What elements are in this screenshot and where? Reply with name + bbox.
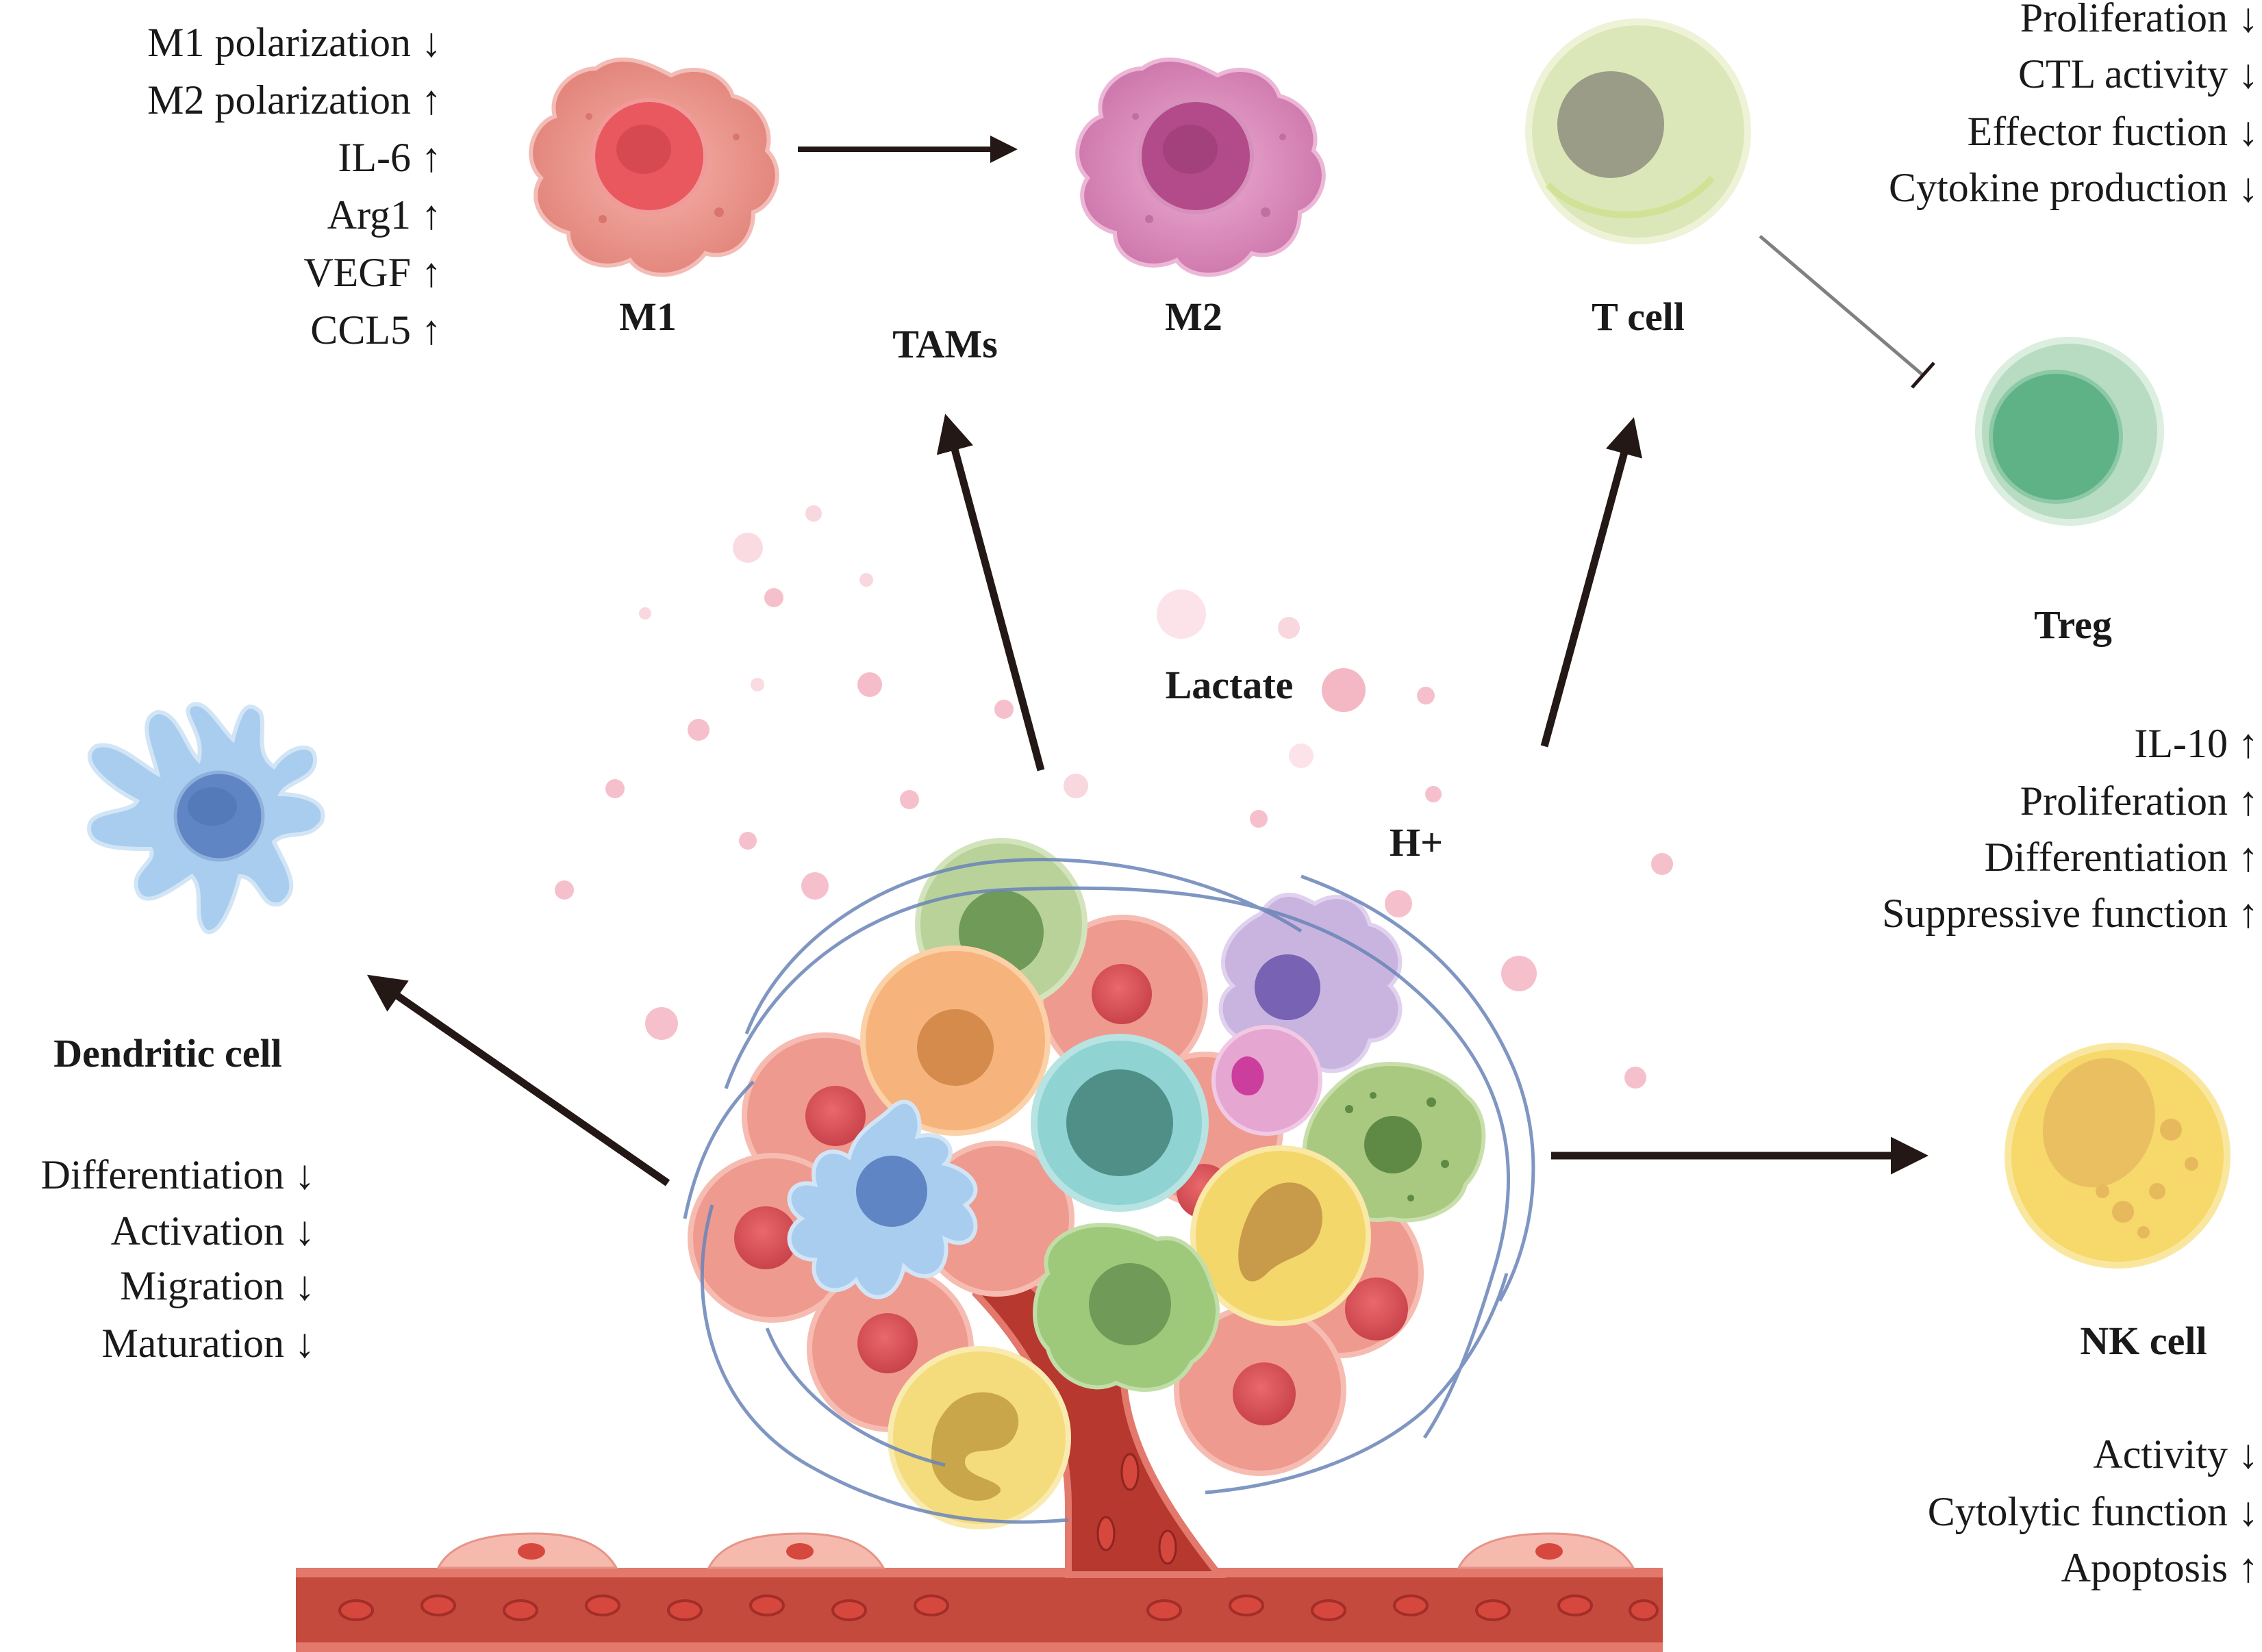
dendritic-effect: Differentiation ↓ [41,1152,315,1197]
tam-effect: Arg1 ↑ [327,192,442,238]
lactate-particles [555,505,1673,1089]
label-nk: NK cell [2080,1319,2207,1363]
arrow-to-t-cell [1540,417,1642,748]
nk-effect: Apoptosis ↑ [2061,1545,2259,1590]
treg-effect: Suppressive function ↑ [1882,891,2259,936]
label-m2: M2 [1165,294,1222,339]
effect-lists: M1 polarization ↓ M2 polarization ↑ IL-6… [41,0,2259,1590]
dendritic-effect: Maturation ↓ [101,1321,315,1366]
label-t-cell: T cell [1592,294,1685,339]
nk-effect: Activity ↓ [2093,1432,2259,1477]
t-cell-effect: Effector fuction ↓ [1968,109,2259,154]
label-treg: Treg [2034,602,2112,647]
tumor-cluster [683,838,1535,1529]
arrow-to-dendritic [366,974,670,1186]
tumor-dendritic-cell [787,1100,978,1299]
label-h-plus: H+ [1390,820,1443,865]
tam-effect: IL-6 ↑ [338,135,442,180]
dendritic-cell [86,702,325,935]
label-lactate: Lactate [1166,663,1294,707]
dendritic-effect: Migration ↓ [120,1263,315,1308]
tam-effect: CCL5 ↑ [310,307,442,353]
t-cell-effect: CTL activity ↓ [2018,51,2259,97]
nk-cell [2005,1043,2230,1269]
cell-labels: M1 M2 TAMs T cell Treg Lactate H+ Dendri… [53,294,2207,1363]
m1-macrophage [529,58,779,277]
green-irregular-cell [1033,1223,1220,1392]
blood-vessel [296,1235,1663,1652]
tam-effect: VEGF ↑ [303,250,442,295]
arrows [366,136,1935,1186]
t-cell-effect: Proliferation ↓ [2020,0,2259,40]
tam-effect: M2 polarization ↑ [147,77,442,123]
treg-effect: IL-10 ↑ [2134,721,2259,766]
treg-cell [1975,337,2164,526]
treg-effect: Proliferation ↑ [2020,778,2259,824]
endothelial-cells [436,1532,1635,1569]
inhibit-bar [1911,361,1935,389]
tam-effect: M1 polarization ↓ [147,20,442,65]
label-m1: M1 [619,294,677,339]
m2-macrophage [1075,58,1326,277]
t-cell-effect: Cytokine production ↓ [1889,165,2259,210]
dendritic-effect: Activation ↓ [111,1208,315,1254]
inhibit-tcell-treg [1759,235,1924,377]
label-tams: TAMs [892,322,998,366]
t-cell [1525,18,1751,244]
label-dendritic: Dendritic cell [53,1031,281,1076]
arrow-to-tams [936,414,1045,772]
treg-effect: Differentiation ↑ [1985,835,2259,880]
nk-effect: Cytolytic function ↓ [1928,1489,2259,1534]
